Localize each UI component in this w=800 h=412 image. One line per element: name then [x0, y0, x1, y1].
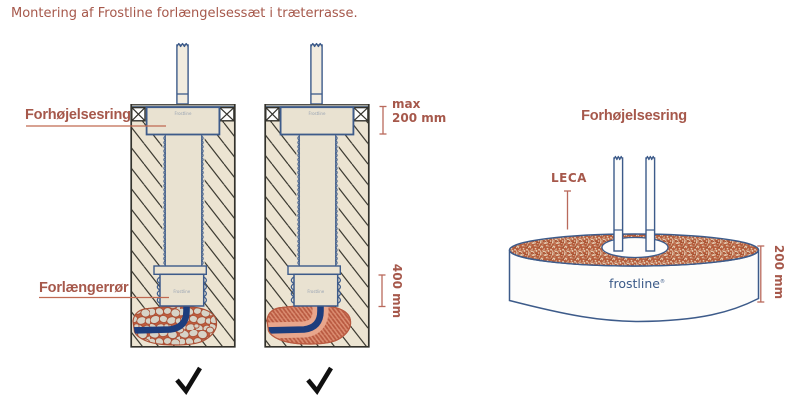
frostline-logo: frostline®: [609, 276, 665, 291]
dim-max-line2: 200 mm: [392, 110, 447, 125]
unit-top-ellipse: [601, 236, 669, 259]
logo-registered-mark: ®: [659, 278, 665, 285]
d2-extension-unit-box: Frostline: [290, 273, 341, 307]
cross-section-insulated: Frostline Frostline: [264, 42, 370, 348]
d1-unit-brand-text: Frostline: [173, 289, 190, 294]
d1-collar: [153, 265, 207, 276]
riser-pipe: [645, 155, 656, 252]
d1-raising-ring-box: Frostline: [145, 106, 221, 136]
riser-pipe: [613, 155, 624, 252]
d2-insulated-mound: [266, 304, 352, 345]
400-dim-line: [378, 274, 386, 308]
label-extension-tube: Forlængerrør: [39, 279, 129, 296]
d2-ring-brand-text: Frostline: [309, 111, 326, 116]
d1-riser-rod: [176, 42, 189, 105]
leca-label-leader: [564, 190, 571, 230]
dim-200: 200 mm: [772, 244, 786, 300]
max-200-dim-line: [379, 105, 387, 135]
page-title: Montering af Frostline forlængelsessæt i…: [11, 5, 358, 21]
label-raising-ring: Forhøjelsesring: [25, 107, 131, 124]
logo-word: frostline: [609, 276, 660, 291]
d1-ground-border: [130, 104, 236, 348]
d2-water-pipe: [267, 305, 324, 334]
d2-joist-x: [353, 106, 369, 122]
checkmark-icon: [175, 366, 202, 395]
d2-collar: [287, 265, 341, 276]
200-dim-line: [757, 245, 765, 303]
ring-3d-diagram: [508, 155, 760, 323]
d1-corrugated-tube: [162, 134, 205, 267]
d2-ground-border: [264, 104, 370, 348]
d2-unit-brand-text: Frostline: [307, 289, 324, 294]
d2-riser-rod: [310, 42, 323, 105]
dim-max-200: max 200 mm: [392, 97, 447, 125]
d1-extension-unit-box: Frostline: [156, 273, 207, 307]
d1-joist-x: [131, 106, 146, 122]
label-leca: LECA: [551, 170, 587, 185]
d1-water-pipe: [133, 306, 190, 334]
d2-corrugated-tube: [296, 134, 339, 267]
d2-joist-x: [265, 106, 280, 122]
d1-ring-brand-text: Frostline: [175, 111, 192, 116]
d1-joist-x: [219, 106, 235, 122]
d2-raising-ring-box: Frostline: [279, 106, 355, 136]
dim-400: 400 mm: [389, 263, 404, 319]
checkmark-icon: [306, 366, 333, 395]
dim-max-line1: max: [392, 97, 421, 112]
cross-section-gravel: Frostline Frostline: [130, 42, 236, 348]
right-diagram-heading: Forhøjelsesring: [581, 108, 687, 125]
